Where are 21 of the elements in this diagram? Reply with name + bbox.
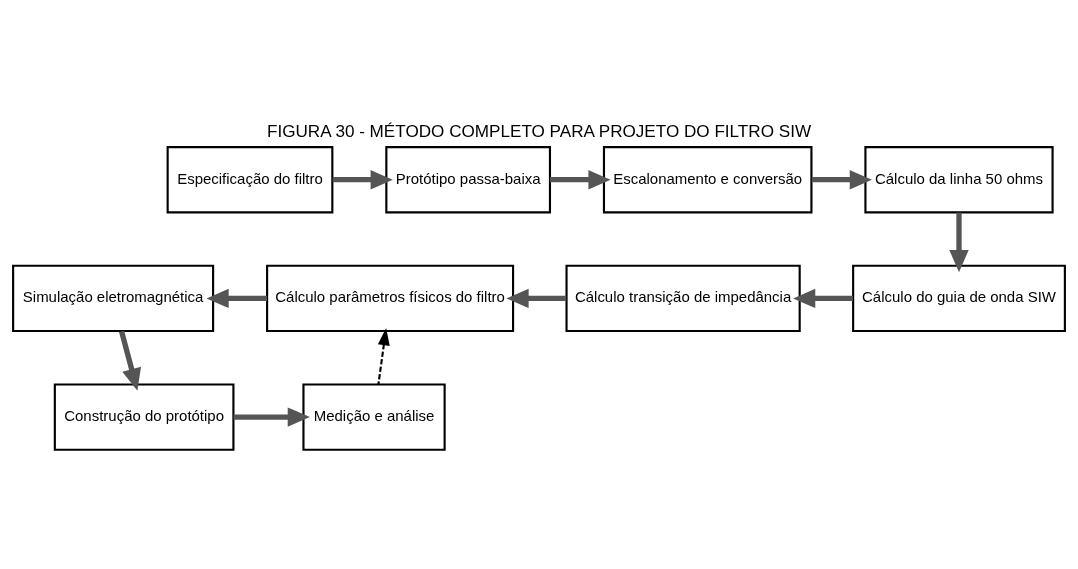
node-box: Cálculo da linha 50 ohms xyxy=(864,146,1054,214)
node-box: Cálculo parâmetros físicos do filtro xyxy=(266,264,515,333)
node-box: Escalonamento e conversão xyxy=(602,146,813,214)
arrow xyxy=(332,170,393,190)
arrow xyxy=(377,328,390,385)
node-box: Construção do protótipo xyxy=(53,383,235,451)
arrow xyxy=(206,288,268,309)
node-box: Cálculo do guia de onda SIW xyxy=(852,264,1066,333)
arrow xyxy=(949,212,969,273)
arrow xyxy=(793,288,853,309)
node-box: Simulação eletromagnética xyxy=(12,264,215,333)
node-box: Medição e análise xyxy=(302,383,446,451)
arrow xyxy=(119,330,142,391)
arrow xyxy=(506,288,567,309)
diagram-title: FIGURA 30 - MÉTODO COMPLETO PARA PROJETO DO FILTRO SIW xyxy=(266,122,812,142)
arrow xyxy=(550,170,611,190)
node-box: Especificação do filtro xyxy=(166,146,334,214)
arrow xyxy=(233,407,310,427)
node-box: Protótipo passa-baixa xyxy=(385,146,552,214)
node-box: Cálculo transição de impedância xyxy=(565,264,801,333)
arrow xyxy=(811,170,872,190)
